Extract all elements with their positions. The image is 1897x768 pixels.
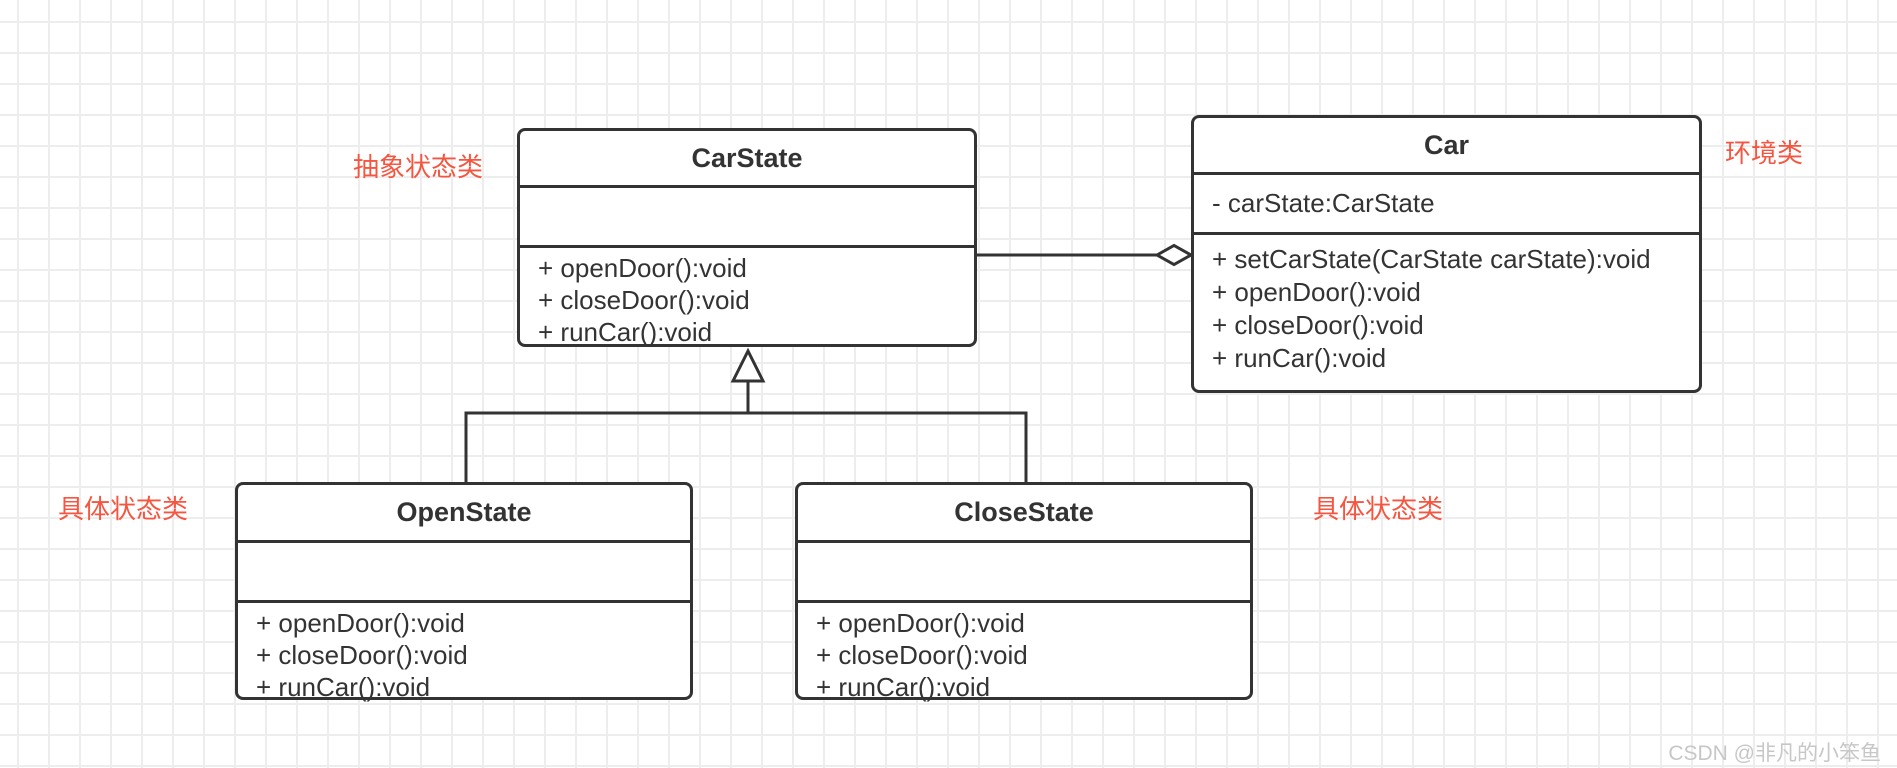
method-item: + openDoor():void [816,608,1025,638]
class-methods-section: + openDoor():void + closeDoor():void + r… [520,248,974,348]
method-item: + runCar():void [816,672,991,702]
class-methods-section: + openDoor():void + closeDoor():void + r… [238,603,690,703]
method-item: + runCar():void [256,672,431,702]
annotation-context-class: 环境类 [1725,138,1804,168]
class-title: CarState [520,131,974,188]
aggregation-diamond-icon [1153,243,1195,267]
class-box-openstate: OpenState + openDoor():void + closeDoor(… [235,482,693,703]
method-item: + setCarState(CarState carState):void [1212,244,1651,274]
method-item: + openDoor():void [538,253,747,283]
class-attributes-section [238,543,690,603]
class-methods-section: + openDoor():void + closeDoor():void + r… [798,603,1250,703]
annotation-concrete-state-class-right: 具体状态类 [1313,494,1444,524]
method-item: + closeDoor():void [816,640,1028,670]
method-item: + openDoor():void [1212,277,1421,307]
method-item: + openDoor():void [256,608,465,638]
class-title: CloseState [798,485,1250,543]
class-attributes-section [798,543,1250,603]
method-item: + runCar():void [538,317,713,347]
method-item: + runCar():void [1212,343,1387,373]
class-methods-section: + setCarState(CarState carState):void + … [1194,235,1699,375]
class-title: Car [1194,118,1699,175]
method-item: + closeDoor():void [256,640,468,670]
method-item: + closeDoor():void [1212,310,1424,340]
attribute-item: - carState:CarState [1212,188,1435,218]
class-title: OpenState [238,485,690,543]
generalization-triangle-icon [730,347,766,383]
class-box-closestate: CloseState + openDoor():void + closeDoor… [795,482,1253,703]
annotation-abstract-state-class: 抽象状态类 [353,152,484,182]
csdn-watermark: CSDN @非凡的小笨鱼 [1668,742,1881,765]
class-box-car: Car - carState:CarState + setCarState(Ca… [1191,115,1702,393]
method-item: + closeDoor():void [538,285,750,315]
class-attributes-section [520,188,974,248]
class-box-carstate: CarState + openDoor():void + closeDoor()… [517,128,977,347]
class-attributes-section: - carState:CarState [1194,175,1699,235]
annotation-concrete-state-class-left: 具体状态类 [58,494,189,524]
